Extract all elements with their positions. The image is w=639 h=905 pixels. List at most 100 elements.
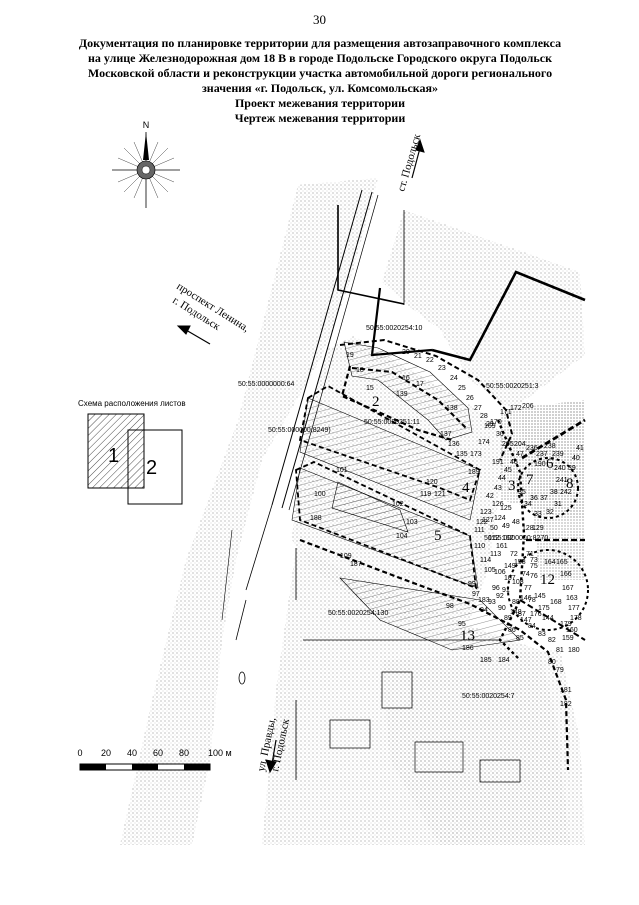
point-label: 172 (510, 405, 522, 412)
header-line-4: значения «г. Подольск, ул. Комсомольская… (201, 81, 439, 95)
point-label: 166 (560, 571, 572, 578)
point-label: 162 (502, 535, 514, 542)
scale-label: 20 (101, 748, 111, 758)
point-label: 72 (510, 551, 518, 558)
scale-bar (79, 763, 211, 771)
point-label: 17 (416, 381, 424, 388)
point-label: 89 (504, 615, 512, 622)
document-header: Документация по планировке территории дл… (40, 36, 600, 126)
point-label: 38 (550, 489, 558, 496)
point-label: 45 (504, 467, 512, 474)
sheet-1-box (87, 413, 145, 489)
point-label: 121 (434, 491, 446, 498)
point-label: 22 (426, 357, 434, 364)
point-label: 160 (566, 627, 578, 634)
point-label: 177 (568, 605, 580, 612)
point-label: 26 (466, 395, 474, 402)
point-label: 187 (350, 561, 362, 568)
point-label: 185 (480, 657, 492, 664)
point-label: 78 (528, 597, 536, 604)
point-label: 77 (524, 585, 532, 592)
point-label: 35 (518, 489, 526, 496)
point-label: 137 (440, 431, 452, 438)
point-label: 23 (438, 365, 446, 372)
point-label: 136 (448, 441, 460, 448)
scale-label: 60 (153, 748, 163, 758)
point-label: 76 (530, 573, 538, 580)
point-label: 170 (490, 419, 502, 426)
point-label: 94 (480, 607, 488, 614)
point-label: 168 (550, 599, 562, 606)
point-label: 41 (576, 445, 584, 452)
point-label: 19 (346, 352, 354, 359)
parcel-number: 12 (540, 572, 555, 588)
parcel-number: 13 (460, 628, 475, 644)
parcel-number: 4 (462, 480, 470, 496)
header-line-1: Документация по планировке территории дл… (78, 36, 562, 50)
scale-label: 100 м (208, 748, 232, 758)
parcel-number: 6 (546, 456, 554, 472)
parcel-number: 3 (508, 478, 516, 494)
point-label: 106 (494, 569, 506, 576)
point-label: 127 (482, 517, 494, 524)
point-label: 79 (556, 667, 564, 674)
point-label: 241 (556, 477, 568, 484)
cadastral-label: 50:55:0020254:130 (328, 610, 388, 617)
point-label: 138 (446, 405, 458, 412)
point-label: 186 (462, 645, 474, 652)
point-label: 48 (512, 519, 520, 526)
point-label: 107 (504, 575, 516, 582)
point-labels: 19 18 16 17 15 20 21 22 23 24 25 26 27 2… (310, 349, 584, 708)
point-label: 73 (530, 557, 538, 564)
point-label: 34 (524, 501, 532, 508)
point-label: 171 (500, 409, 512, 416)
point-label: 124 (494, 515, 506, 522)
header-line-5: Проект межевания территории (234, 96, 406, 110)
point-label: 125 (500, 505, 512, 512)
point-label: 29 (486, 421, 494, 428)
road-lines (221, 189, 586, 783)
scale-label: 0 (77, 748, 82, 758)
point-label: 122 (476, 519, 488, 526)
compass-north-label: N (143, 120, 150, 130)
cadastral-label: 50:55:0000000:64 (238, 381, 295, 388)
point-label: 145 (534, 593, 546, 600)
point-label: 18 (356, 367, 364, 374)
point-label: 236 (526, 445, 538, 452)
parcel-number: 5 (434, 528, 442, 544)
page-number: 30 (313, 12, 326, 27)
point-label: 135 (456, 451, 468, 458)
point-label: 240 (554, 465, 566, 472)
parcel-number: 7 (526, 472, 534, 488)
cadastral-label: 50:55:0020254:7 (462, 693, 515, 700)
point-label: 111 (474, 527, 485, 534)
point-label: 191 (492, 459, 504, 466)
point-label: 31 (554, 501, 562, 508)
point-label: 178 (570, 615, 582, 622)
point-label: 82 (548, 637, 556, 644)
point-label: 83 (538, 631, 546, 638)
point-label: 50 (490, 525, 498, 532)
parcel-number: 8 (566, 476, 574, 492)
point-label: 113 (490, 551, 501, 558)
point-label: 46 (510, 459, 518, 466)
point-label: 167 (562, 585, 574, 592)
point-label: 49 (502, 523, 510, 530)
point-label: 100 (314, 491, 326, 498)
point-label: 84 (528, 623, 536, 630)
point-label: 110 (474, 543, 485, 550)
point-label: 176 (530, 611, 542, 618)
point-label: 114 (480, 557, 491, 564)
point-label: 85 (516, 635, 524, 642)
point-label: 149 (504, 563, 516, 570)
scale-label: 40 (127, 748, 137, 758)
point-label: 88 (512, 599, 520, 606)
parcel-boundaries (295, 338, 589, 771)
point-label: 105 (484, 567, 496, 574)
point-label: 169 (484, 423, 496, 430)
point-label: 43 (494, 485, 502, 492)
point-label: 21 (414, 353, 422, 360)
point-label: 163 (566, 595, 578, 602)
point-label: 99 (468, 581, 476, 588)
parcel-labels: 2 3 4 5 6 7 8 12 13 (372, 394, 574, 644)
